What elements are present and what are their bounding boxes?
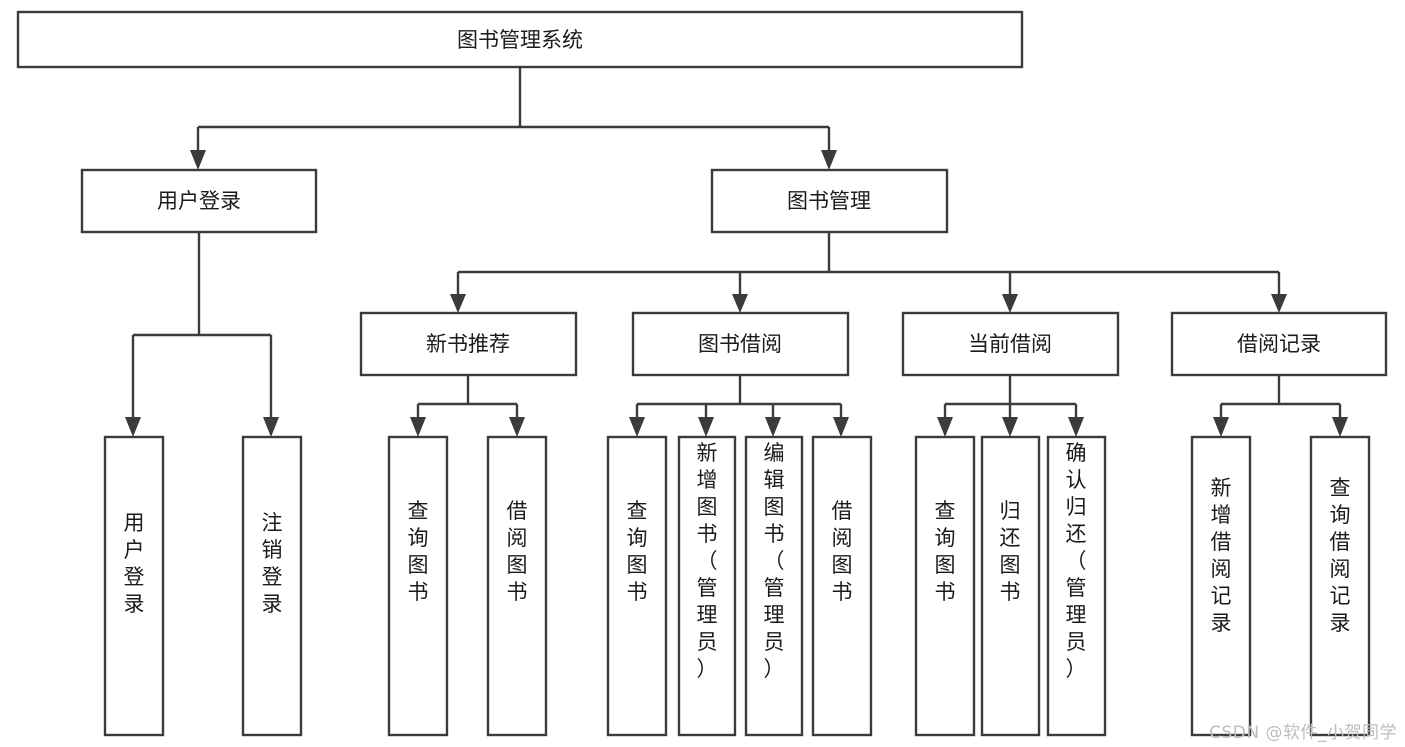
node-root-label: 图书管理系统: [457, 28, 583, 52]
connector-group-current-borrow: [937, 375, 1084, 437]
leaf-book-borrow-4-label: 借阅图书: [832, 499, 853, 604]
leaf-current-borrow-1-box[interactable]: [914, 435, 976, 737]
node-root-book-management-system[interactable]: 图书管理系统: [16, 10, 1024, 69]
arrow-book-mgmt-to-new-book: [450, 294, 466, 313]
node-current-borrow[interactable]: 当前借阅: [901, 311, 1120, 377]
leaf-borrow-record-2-label: 查询借阅记录: [1330, 476, 1351, 635]
leaf-current-borrow-2-label: 归还图书: [1000, 499, 1021, 604]
node-root-box[interactable]: [16, 10, 1024, 69]
leaf-book-borrow-3-box[interactable]: [744, 435, 804, 737]
leaf-book-borrow-4-box[interactable]: [811, 435, 873, 737]
leaf-book-borrow-1-box[interactable]: [606, 435, 668, 737]
leaf-book-borrow-3[interactable]: 编辑图书（管理员）: [744, 435, 804, 737]
node-borrow-record[interactable]: 借阅记录: [1170, 311, 1388, 377]
node-book-management-box[interactable]: [710, 168, 949, 234]
leaf-new-book-1-label: 查询图书: [408, 499, 429, 604]
connector-group-new-book: [410, 375, 525, 437]
leaf-new-book-2-label: 借阅图书: [507, 499, 528, 604]
arrow-book-mgmt-to-borrow: [732, 294, 748, 313]
leaf-current-borrow-3-label: 确认归还（管理员）: [1066, 441, 1087, 681]
node-book-borrow[interactable]: 图书借阅: [631, 311, 850, 377]
leaf-new-book-1-box[interactable]: [387, 435, 449, 737]
leaf-book-borrow-2[interactable]: 新增图书（管理员）: [677, 435, 737, 737]
arrow-book-borrow-leaf-3: [765, 417, 781, 437]
leaf-borrow-record-1[interactable]: 新增借阅记录: [1190, 435, 1252, 737]
node-new-book-recommend-label: 新书推荐: [426, 332, 510, 356]
leaf-book-borrow-2-box[interactable]: [677, 435, 737, 737]
arrow-borrow-record-leaf-2: [1332, 417, 1348, 437]
node-book-management[interactable]: 图书管理: [710, 168, 949, 234]
leaf-borrow-record-1-label: 新增借阅记录: [1211, 476, 1232, 635]
node-user-login-label: 用户登录: [157, 189, 241, 213]
node-borrow-record-label: 借阅记录: [1237, 332, 1321, 356]
connector-group-borrow-record: [1213, 375, 1348, 437]
node-current-borrow-box[interactable]: [901, 311, 1120, 377]
node-user-login-box[interactable]: [80, 168, 318, 234]
leaf-current-borrow-3-box[interactable]: [1046, 435, 1107, 737]
arrow-book-borrow-leaf-1: [629, 417, 645, 437]
leaf-new-book-2-box[interactable]: [486, 435, 548, 737]
arrow-root-to-user-login: [190, 150, 206, 170]
connector-group-root: [190, 67, 837, 170]
leaf-borrow-record-2-box[interactable]: [1309, 435, 1371, 737]
leaf-current-borrow-3[interactable]: 确认归还（管理员）: [1046, 435, 1107, 737]
arrow-new-book-leaf-2: [509, 417, 525, 437]
leaf-borrow-record-2[interactable]: 查询借阅记录: [1309, 435, 1371, 737]
arrow-root-to-book-mgmt: [821, 150, 837, 170]
node-book-management-label: 图书管理: [787, 189, 871, 213]
node-book-borrow-label: 图书借阅: [698, 332, 782, 356]
leaf-user-login-1-label: 用户登录: [124, 511, 145, 616]
leaf-book-borrow-3-label: 编辑图书（管理员）: [764, 441, 785, 681]
csdn-watermark: CSDN @软件_小贺同学: [1209, 723, 1397, 743]
leaf-book-borrow-2-label: 新增图书（管理员）: [697, 441, 718, 681]
leaf-book-borrow-4[interactable]: 借阅图书: [811, 435, 873, 737]
arrow-user-login-leaf-1: [125, 417, 141, 437]
connector-group-book-mgmt: [450, 232, 1287, 313]
arrow-book-mgmt-to-current: [1002, 294, 1018, 313]
node-new-book-recommend-box[interactable]: [359, 311, 578, 377]
arrow-current-borrow-leaf-2: [1002, 417, 1018, 437]
leaf-user-login-1-box[interactable]: [103, 435, 165, 737]
arrow-new-book-leaf-1: [410, 417, 426, 437]
leaf-current-borrow-1[interactable]: 查询图书: [914, 435, 976, 737]
node-book-borrow-box[interactable]: [631, 311, 850, 377]
arrow-borrow-record-leaf-1: [1213, 417, 1229, 437]
arrow-current-borrow-leaf-3: [1068, 417, 1084, 437]
leaf-user-login-2-box[interactable]: [241, 435, 303, 737]
leaf-book-borrow-1-label: 查询图书: [627, 499, 648, 604]
arrow-current-borrow-leaf-1: [937, 417, 953, 437]
arrow-book-borrow-leaf-2: [698, 417, 714, 437]
connector-group-user-login: [125, 232, 279, 437]
leaf-current-borrow-2[interactable]: 归还图书: [980, 435, 1041, 737]
node-user-login[interactable]: 用户登录: [80, 168, 318, 234]
node-borrow-record-box[interactable]: [1170, 311, 1388, 377]
connector-group-book-borrow: [629, 375, 849, 437]
node-current-borrow-label: 当前借阅: [968, 332, 1052, 356]
leaf-current-borrow-1-label: 查询图书: [935, 499, 956, 604]
leaf-user-login-1[interactable]: 用户登录: [103, 435, 165, 737]
leaf-book-borrow-1[interactable]: 查询图书: [606, 435, 668, 737]
leaf-user-login-2[interactable]: 注销登录: [241, 435, 303, 737]
leaf-new-book-1[interactable]: 查询图书: [387, 435, 449, 737]
leaf-borrow-record-1-box[interactable]: [1190, 435, 1252, 737]
leaf-current-borrow-2-box[interactable]: [980, 435, 1041, 737]
arrow-user-login-leaf-2: [263, 417, 279, 437]
leaf-new-book-2[interactable]: 借阅图书: [486, 435, 548, 737]
leaf-user-login-2-label: 注销登录: [262, 511, 283, 616]
arrow-book-borrow-leaf-4: [833, 417, 849, 437]
node-new-book-recommend[interactable]: 新书推荐: [359, 311, 578, 377]
arrow-book-mgmt-to-record: [1271, 294, 1287, 313]
